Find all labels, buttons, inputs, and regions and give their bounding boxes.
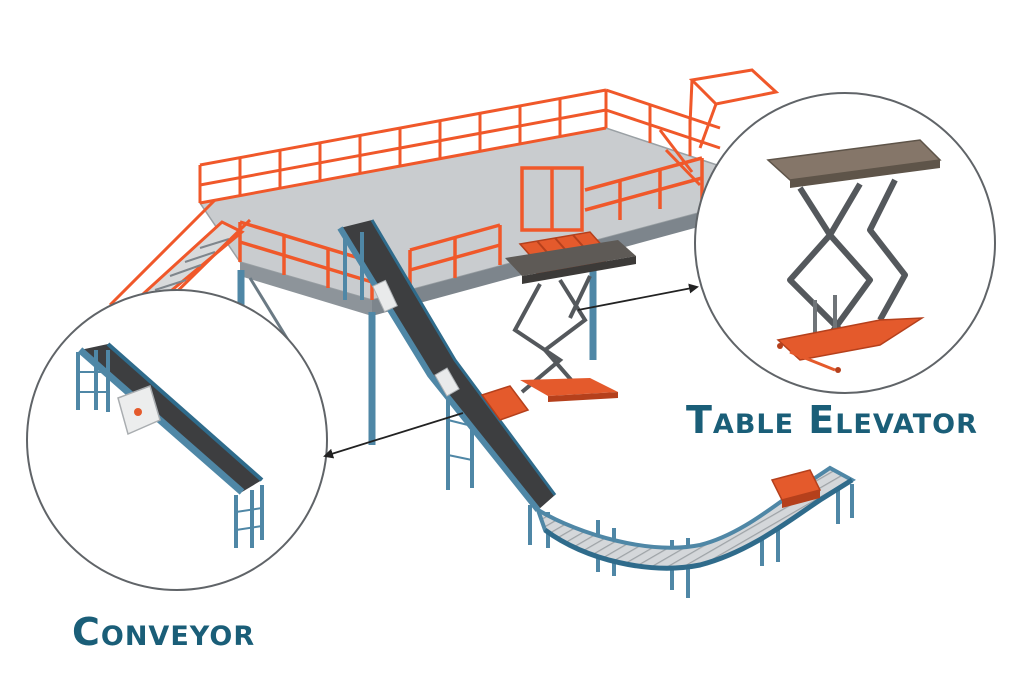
scene-belt [340, 220, 555, 510]
callout-conveyor [26, 289, 328, 591]
arrow-table-elevator [577, 283, 699, 311]
arrow-conveyor [323, 412, 464, 459]
table-elevator-label: Table Elevator [686, 398, 978, 442]
conveyor-label: Conveyor [72, 610, 256, 654]
back-railing [198, 88, 721, 205]
callout-table-elevator [694, 92, 996, 394]
rear-stair-hatch [658, 68, 780, 187]
conveyor-bins [480, 385, 822, 508]
front-railing [238, 156, 704, 300]
callout-circle-conveyor [26, 289, 328, 591]
scene-table-elevator [505, 240, 636, 402]
scene-conveyor [337, 219, 856, 598]
